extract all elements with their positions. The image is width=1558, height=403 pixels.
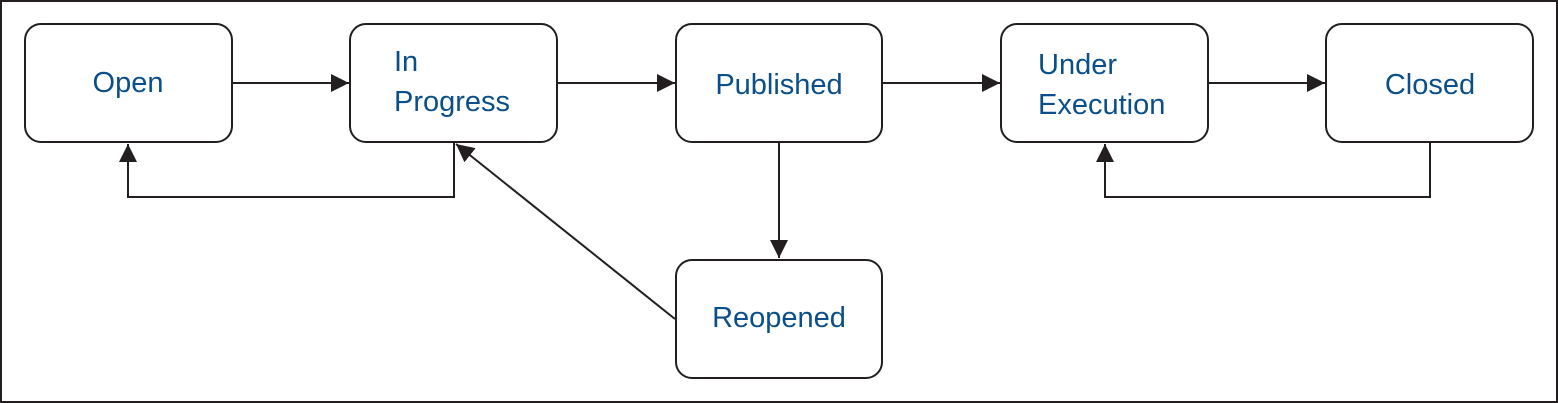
node-open-box	[24, 23, 233, 143]
node-in-progress-label-line2: Progress	[394, 86, 510, 118]
node-in-progress: In Progress	[349, 23, 558, 143]
node-closed: Closed	[1325, 23, 1534, 143]
node-reopened-box	[675, 259, 883, 379]
edge-in-progress-to-open	[119, 142, 455, 198]
edge-reopened-to-in-progress	[455, 143, 676, 320]
edge-closed-to-under-execution	[1096, 142, 1431, 198]
node-reopened: Reopened	[675, 259, 883, 379]
node-under-execution-label-line1: Under	[1038, 49, 1117, 81]
node-under-execution-box	[1000, 23, 1209, 143]
node-open: Open	[24, 23, 233, 143]
node-under-execution: Under Execution	[1000, 23, 1209, 143]
node-published-box	[675, 23, 883, 143]
node-in-progress-box	[349, 23, 558, 143]
node-under-execution-label-line2: Execution	[1038, 89, 1165, 121]
node-reopened-label: Reopened	[712, 302, 846, 334]
node-published: Published	[675, 23, 883, 143]
node-published-label: Published	[715, 69, 842, 101]
node-in-progress-label-line1: In	[394, 46, 418, 78]
node-closed-label: Closed	[1385, 69, 1475, 101]
node-closed-box	[1325, 23, 1534, 143]
node-open-label: Open	[93, 67, 164, 99]
